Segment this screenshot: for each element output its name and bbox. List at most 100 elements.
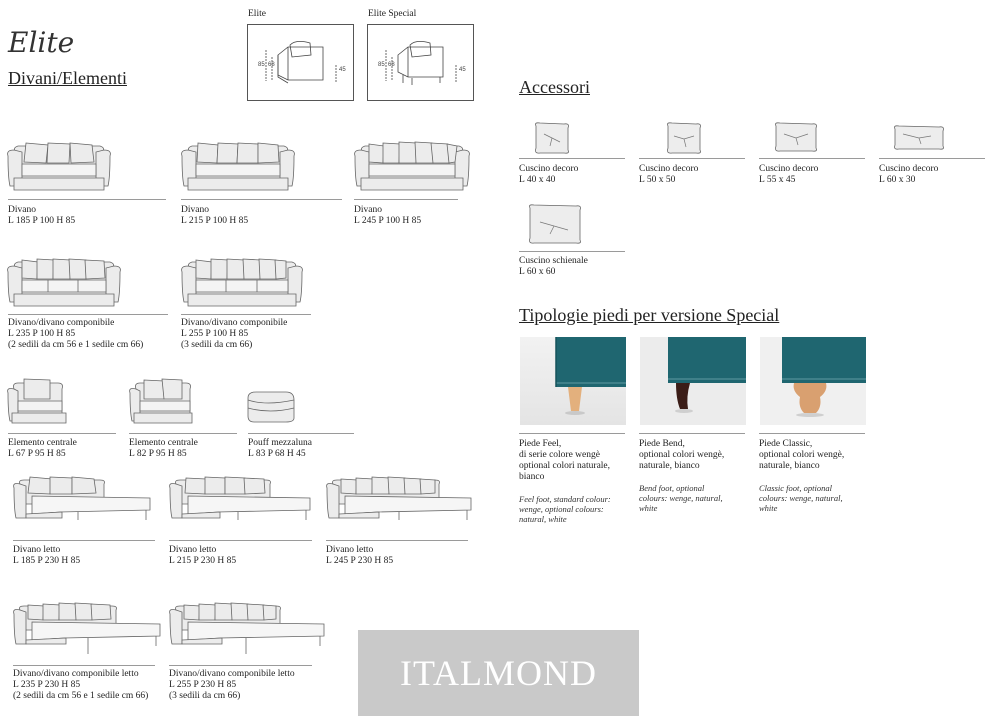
sofa-bed-illustration	[168, 474, 312, 524]
sofa-bed-illustration	[325, 474, 473, 524]
accessory-name: Cuscino schienale	[519, 256, 588, 266]
product-dims: L 245 P 100 H 85	[354, 216, 422, 226]
divider	[13, 540, 155, 541]
cushion-illustration	[772, 120, 820, 154]
divider	[8, 433, 116, 434]
product-dims: L 185 P 230 H 85	[13, 556, 81, 566]
product-dims: L 255 P 230 H 85	[169, 680, 237, 690]
product-dims: L 185 P 100 H 85	[8, 216, 76, 226]
product-name: Divano/divano componibile letto	[13, 669, 139, 679]
modular-sofa-illustration	[180, 254, 304, 310]
product-dims: L 215 P 100 H 85	[181, 216, 249, 226]
product-name: Divano letto	[13, 545, 61, 555]
dimension-diagram-elite-special: 85 68 45	[367, 24, 474, 101]
cushion-illustration	[526, 202, 584, 246]
product-dims: L 235 P 100 H 85	[8, 329, 76, 339]
sofa-illustration	[6, 138, 112, 194]
modular-sofa-bed-illustration	[168, 600, 328, 656]
product-note: (2 sedili da cm 56 e 1 sedile cm 66)	[8, 340, 144, 350]
divider	[759, 433, 865, 434]
divider	[129, 433, 237, 434]
product-name: Divano	[354, 205, 382, 215]
divider	[759, 158, 865, 159]
divider	[519, 251, 625, 252]
section-title-feet: Tipologie piedi per versione Special	[519, 305, 780, 325]
sofa-bed-illustration	[12, 474, 152, 524]
product-dims: L 215 P 230 H 85	[169, 556, 237, 566]
modular-sofa-bed-illustration	[12, 600, 162, 656]
product-note: (2 sedili da cm 56 e 1 sedile cm 66)	[13, 691, 149, 701]
product-note: (3 sedili da cm 66)	[169, 691, 241, 701]
product-name: Elemento centrale	[8, 438, 77, 448]
product-name: Divano/divano componibile letto	[169, 669, 295, 679]
product-note: (3 sedili da cm 66)	[181, 340, 253, 350]
divider	[169, 665, 312, 666]
section-title-accessori: Accessori	[519, 77, 590, 97]
product-name: Divano/divano componibile	[181, 318, 288, 328]
accessory-name: Cuscino decoro	[759, 164, 819, 174]
foot-description-en: Classic foot, optional colours: wenge, n…	[759, 483, 843, 513]
foot-photo-feel	[520, 337, 626, 425]
product-dims: L 83 P 68 H 45	[248, 449, 306, 459]
watermark-logo: ITALMOND	[358, 630, 639, 716]
armchair-illustration	[6, 375, 68, 427]
svg-text:68: 68	[388, 62, 395, 68]
product-dims: L 82 P 95 H 85	[129, 449, 187, 459]
cushion-illustration	[664, 120, 704, 156]
divider	[639, 433, 745, 434]
modular-sofa-illustration	[6, 254, 122, 310]
accessory-dims: L 50 x 50	[639, 175, 676, 185]
product-name: Elemento centrale	[129, 438, 198, 448]
diagram-label-elite: Elite	[248, 9, 266, 19]
accessory-dims: L 40 x 40	[519, 175, 556, 185]
divider	[8, 199, 166, 200]
svg-text:45: 45	[339, 67, 346, 73]
accessory-name: Cuscino decoro	[639, 164, 699, 174]
divider	[639, 158, 745, 159]
product-dims: L 245 P 230 H 85	[326, 556, 394, 566]
section-title-divani: Divani/Elementi	[8, 68, 127, 88]
foot-description-it: Piede Bend, optional colori wengè, natur…	[639, 439, 725, 471]
divider	[8, 314, 168, 315]
product-name: Divano letto	[326, 545, 374, 555]
product-dims: L 235 P 230 H 85	[13, 680, 81, 690]
diagram-label-elite-special: Elite Special	[368, 9, 417, 19]
brand-title: Elite	[8, 26, 75, 59]
foot-description-en: Bend foot, optional colours: wenge, natu…	[639, 483, 723, 513]
product-dims: L 67 P 95 H 85	[8, 449, 66, 459]
accessory-dims: L 60 x 60	[519, 267, 556, 277]
divider	[519, 158, 625, 159]
foot-description-en: Feel foot, standard colour: wenge, optio…	[519, 494, 611, 524]
divider	[519, 433, 625, 434]
accessory-name: Cuscino decoro	[519, 164, 579, 174]
svg-text:85: 85	[258, 62, 265, 68]
accessory-name: Cuscino decoro	[879, 164, 939, 174]
cushion-illustration	[891, 124, 947, 152]
divider	[248, 433, 354, 434]
cushion-illustration	[532, 120, 572, 156]
accessory-dims: L 60 x 30	[879, 175, 916, 185]
foot-photo-bend	[640, 337, 746, 425]
product-name: Divano	[181, 205, 209, 215]
divider	[181, 314, 311, 315]
product-name: Divano	[8, 205, 36, 215]
armchair-illustration	[128, 375, 194, 427]
accessory-dims: L 55 x 45	[759, 175, 796, 185]
product-name: Divano letto	[169, 545, 217, 555]
sofa-illustration	[353, 138, 471, 194]
divider	[879, 158, 985, 159]
foot-photo-classic	[760, 337, 866, 425]
svg-text:68: 68	[268, 62, 275, 68]
pouf-illustration	[246, 388, 296, 426]
product-dims: L 255 P 100 H 85	[181, 329, 249, 339]
divider	[181, 199, 342, 200]
foot-description-it: Piede Classic, optional colori wengè, na…	[759, 439, 845, 471]
svg-text:85: 85	[378, 62, 385, 68]
sofa-illustration	[180, 138, 296, 194]
divider	[169, 540, 312, 541]
product-name: Pouff mezzaluna	[248, 438, 312, 448]
divider	[354, 199, 458, 200]
product-name: Divano/divano componibile	[8, 318, 115, 328]
divider	[326, 540, 468, 541]
divider	[13, 665, 155, 666]
